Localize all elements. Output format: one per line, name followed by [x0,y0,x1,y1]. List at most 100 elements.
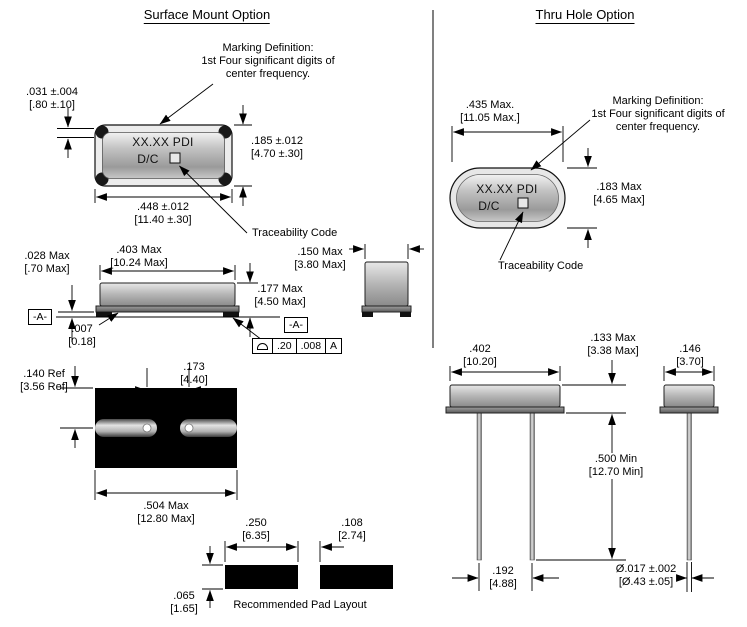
dim-th-side-length-label: .402 [10.20] [463,343,497,369]
thruhole-package-top-view [449,167,566,229]
dim-mm: [4.65 Max] [593,194,645,206]
dim-mm: [4.70 ±.30] [251,148,303,160]
traceability-code-label-th: Traceability Code [498,260,584,272]
dim-body-length-label: .448 ±.012 [11.40 ±.30] [134,201,191,227]
dim-mm: [3.70] [676,356,704,368]
dim-inch: .185 ±.012 [251,135,303,147]
marking-definition-line1: Marking Definition: [612,95,704,107]
dim-th-body-length-label: .435 Max. [11.05 Max.] [460,99,520,125]
recommended-pad-layout [225,565,393,589]
dim-inch: Ø.017 ±.002 [615,563,677,575]
dim-inch: .140 Ref [23,368,65,380]
dim-mm: [11.40 ±.30] [134,214,192,226]
dim-inch: .007 [71,323,93,335]
dim-mm: [Ø.43 ±.05] [618,576,674,588]
dim-castellation-label: .031 ±.004 [.80 ±.10] [26,86,78,112]
dim-mm: [4.40] [180,374,208,386]
dim-th-side-height-label: .133 Max [3.38 Max] [587,332,638,358]
th-package-marking-line2: D/C [478,199,500,213]
smd-package-marking-line1: XX.XX PDI [132,135,194,149]
dim-lead-spacing-label: .192 [4.88] [486,565,520,591]
lead-end-view [686,412,692,561]
dim-mm: [3.56 Ref] [20,381,68,393]
dim-inch: .250 [245,517,267,529]
dim-pad-width-label: .250 [6.35] [242,517,270,543]
dim-inch: .108 [341,517,363,529]
dim-inch: .500 Min [594,453,638,465]
smd-end-dimension-lines [349,244,424,259]
smd-footprint-view [95,388,237,468]
dim-mm: [3.38 Max] [587,345,639,357]
marking-definition-line2: 1st Four significant digits of [591,108,725,120]
dim-mm: [.80 ±.10] [29,99,75,111]
dim-inch: .150 Max [297,246,343,258]
thruhole-side-dimension-lines [449,360,715,592]
smd-package-end-view [361,261,412,317]
datum-a-symbol-right: -A- [284,317,308,333]
lead-right [529,412,535,561]
thruhole-package-side-view [445,384,719,561]
pad-layout-caption: Recommended Pad Layout [233,599,367,611]
dim-inch: .146 [679,343,701,355]
dim-mm: [10.20] [463,356,497,368]
dim-side-height-label: .177 Max [4.50 Max] [254,283,305,309]
dim-pad-ref-label: .140 Ref [3.56 Ref] [20,368,68,394]
dim-mm: [2.74] [338,530,366,542]
marking-definition-note-th: Marking Definition: 1st Four significant… [591,95,724,134]
dim-body-height-label: .185 ±.012 [4.70 ±.30] [251,135,303,161]
dim-overall-length-label: .504 Max [12.80 Max] [137,500,194,526]
dim-standoff-label: .007 [0.18] [68,323,96,349]
dim-th-body-height-label: .183 Max [4.65 Max] [593,181,644,207]
dim-mm: [4.88] [489,578,517,590]
dim-mm: [4.50 Max] [254,296,306,308]
dim-inch: .028 Max [24,250,70,262]
dim-lid-length-label: .403 Max [10.24 Max] [110,244,167,270]
dim-inch: .177 Max [257,283,303,295]
fcf-symbol-cell [253,339,273,353]
dim-inch: .065 [173,590,195,602]
dim-inch: .402 [469,343,491,355]
traceability-code-mark [517,197,529,209]
dim-mm: [.70 Max] [24,263,70,275]
fcf-tolerance-in: .008 [297,339,327,353]
dim-th-side-width-label: .146 [3.70] [676,343,704,369]
traceability-code-mark [169,152,181,164]
dim-mm: [12.80 Max] [137,513,195,525]
smd-side-dimension-lines [58,263,263,342]
dim-inch: .448 ±.012 [137,201,189,213]
pad-layout-dimension-lines [202,541,344,608]
dim-mm: [0.18] [68,336,96,348]
dim-mm: [11.05 Max.] [460,112,520,124]
dim-mm: [12.70 Min] [588,466,644,478]
dim-mm: [1.65] [170,603,198,615]
datum-a-symbol-left: -A- [28,309,52,325]
marking-definition-note-smd: Marking Definition: 1st Four significant… [201,42,334,81]
th-package-marking-line1: XX.XX PDI [476,182,538,196]
dim-inch: .504 Max [143,500,189,512]
dim-pad-gap-label: .173 [4.40] [180,361,208,387]
smd-package-top-view [94,124,233,187]
smd-package-marking-line2: D/C [137,152,159,166]
dim-mm: [10.24 Max] [110,257,168,269]
dim-mm: [6.35] [242,530,270,542]
feature-control-frame: .20 .008 A [252,338,343,354]
dim-pad-spacing-label: .108 [2.74] [338,517,366,543]
dim-inch: .192 [492,565,514,577]
thruhole-top-dimension-lines [451,119,597,261]
dim-inch: .031 ±.004 [26,86,78,98]
profile-of-surface-icon [257,342,268,350]
lead-left [476,412,482,561]
dim-lead-diameter-label: Ø.017 ±.002 [Ø.43 ±.05] [616,563,676,589]
dim-end-width-label: .150 Max [3.80 Max] [294,246,345,272]
dim-inch: .133 Max [590,332,636,344]
dim-pad-thickness-label: .028 Max [.70 Max] [24,250,69,276]
dim-mm: [3.80 Max] [294,259,346,271]
dim-pad-height-label: .065 [1.65] [170,590,198,616]
dim-lead-length-label: .500 Min [12.70 Min] [585,453,647,479]
smd-package-side-view [56,282,280,318]
smd-footprint-dimension-lines [60,366,238,500]
left-section-title: Surface Mount Option [143,7,271,24]
dim-inch: .183 Max [596,181,642,193]
fcf-datum-ref: A [330,340,338,352]
